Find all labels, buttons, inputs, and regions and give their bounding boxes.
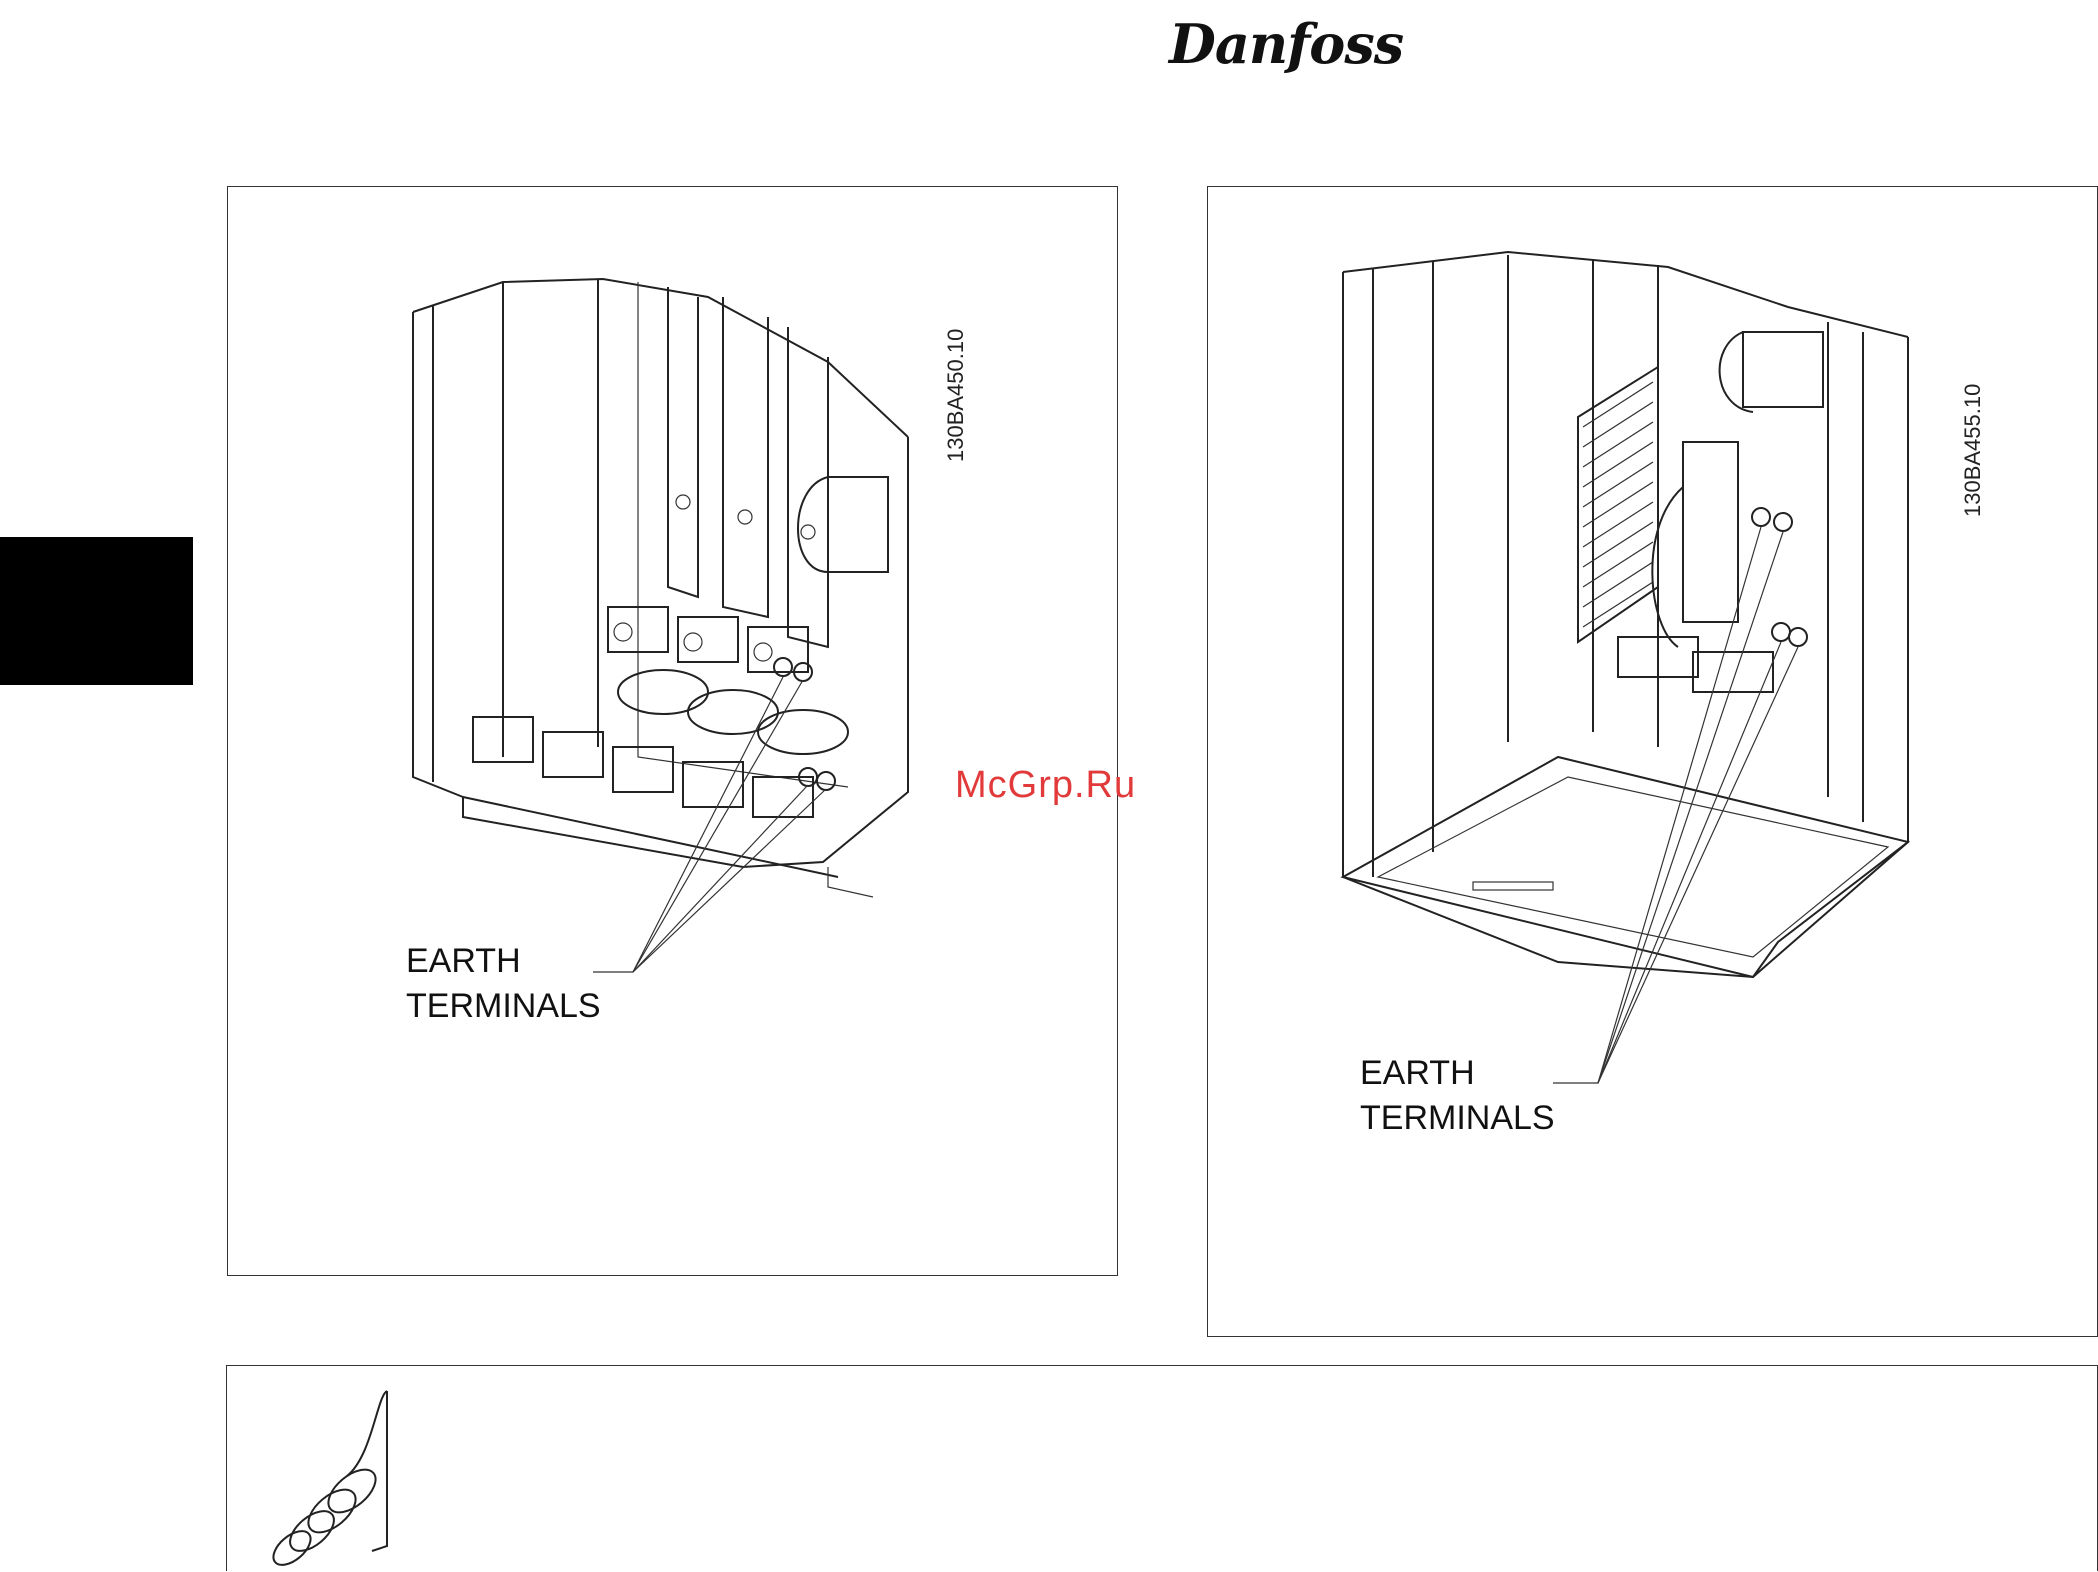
callout-line-1: EARTH (1360, 1051, 1555, 1096)
drawing-code: 130BA450.10 (943, 329, 969, 462)
brand-logo: Danfoss (1155, 8, 1385, 80)
callout-line-1: EARTH (406, 939, 601, 984)
drive-enclosure-drawing-1 (228, 187, 1118, 1276)
earth-terminals-callout: EARTH TERMINALS (406, 939, 601, 1029)
drawing-code: 130BA455.10 (1960, 384, 1986, 517)
callout-line-2: TERMINALS (1360, 1096, 1555, 1141)
watermark: McGrp.Ru (955, 764, 1136, 807)
chapter-tab-marker (0, 537, 193, 685)
callout-line-2: TERMINALS (406, 984, 601, 1029)
earth-terminals-callout: EARTH TERMINALS (1360, 1051, 1555, 1141)
note-hand-icon (227, 1366, 427, 1572)
brand-logo-text: Danfoss (1169, 12, 1403, 76)
drive-enclosure-drawing-2 (1208, 187, 2098, 1337)
note-box (226, 1365, 2098, 1571)
figure-1: 130BA450.10 EARTH TERMINALS (227, 186, 1118, 1276)
figure-2: 130BA455.10 EARTH TERMINALS (1207, 186, 2098, 1337)
